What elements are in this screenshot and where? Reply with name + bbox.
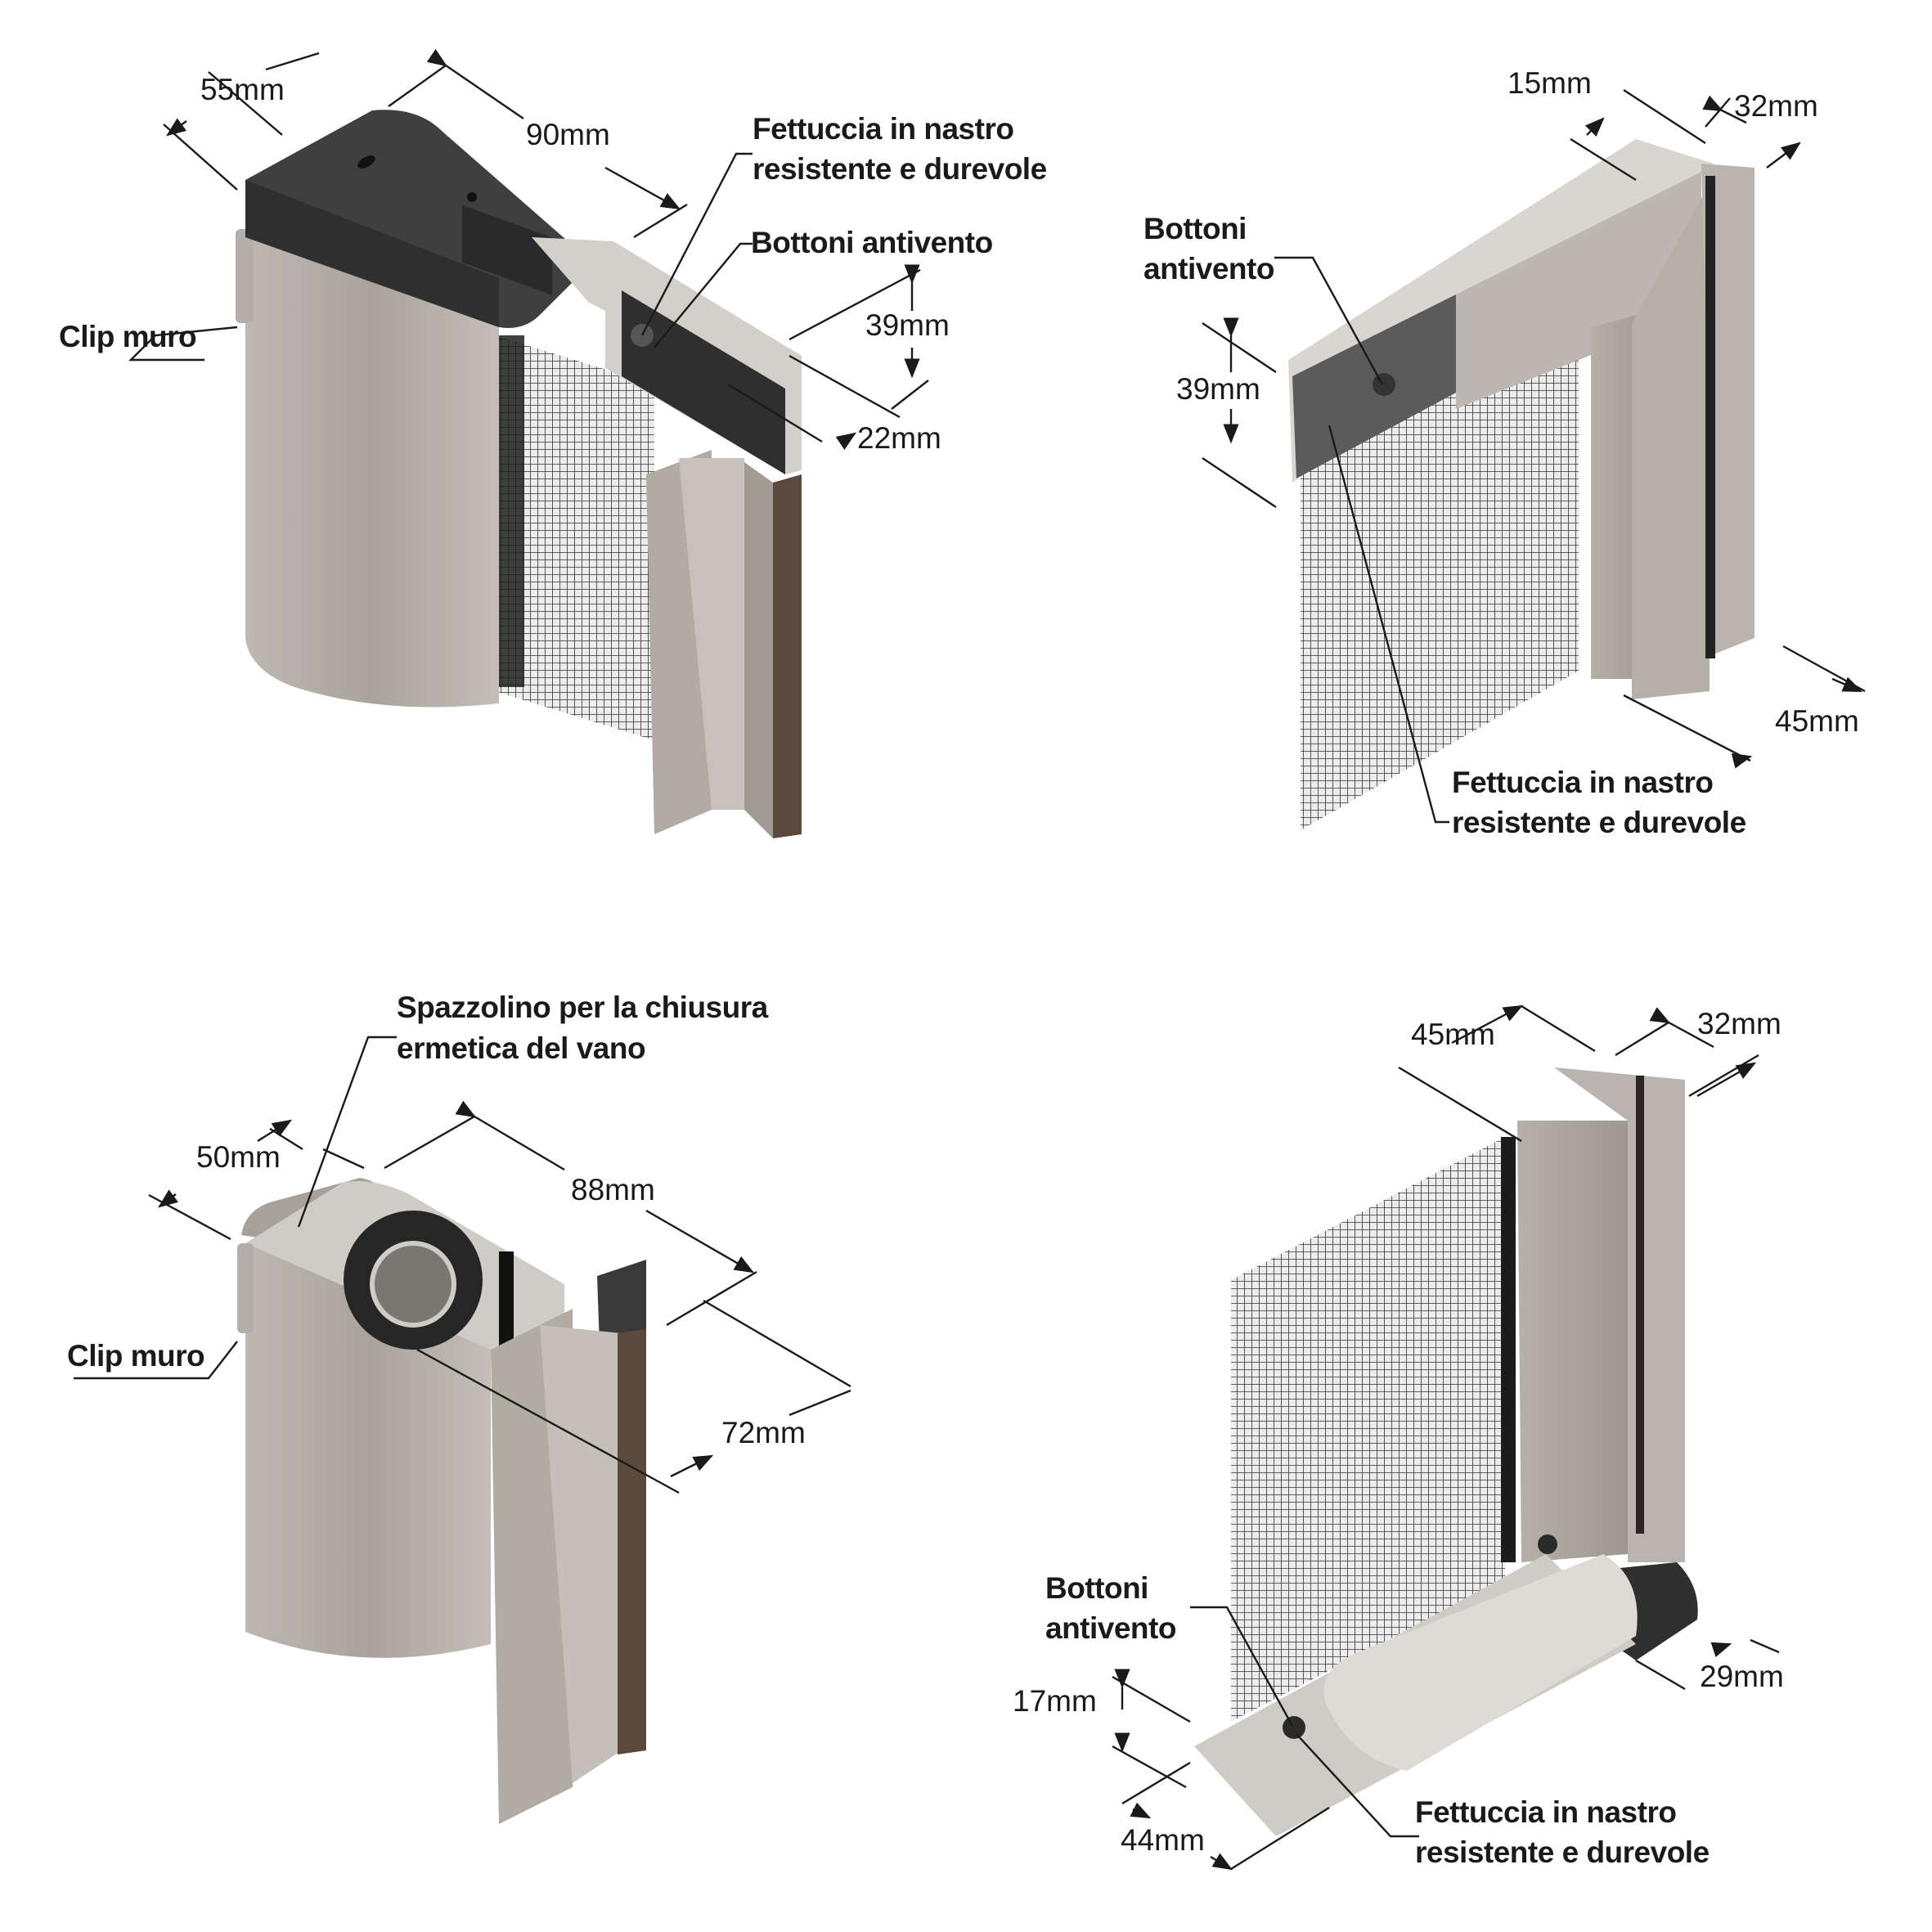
- dimension-label-45mm: 45mm: [1411, 1018, 1495, 1051]
- mesh-panel: [495, 335, 654, 740]
- dimension-label-44mm: 44mm: [1121, 1823, 1205, 1857]
- mesh-panel: [1301, 327, 1579, 830]
- cassette-body: [245, 225, 499, 708]
- wall-clip: [237, 1243, 254, 1333]
- brown-strip: [773, 474, 802, 838]
- dimension-label-29mm: 29mm: [1700, 1660, 1784, 1693]
- callout-windproof-buttons-line2: antivento: [1045, 1611, 1176, 1645]
- dimension-label-39mm: 39mm: [865, 308, 950, 342]
- callout-tape-line1: Fettuccia in nastro: [1415, 1795, 1677, 1829]
- dimension-label-88mm: 88mm: [571, 1173, 655, 1206]
- windproof-button: [1283, 1716, 1305, 1739]
- callout-windproof-buttons-line1: Bottoni: [1143, 212, 1247, 245]
- callout-windproof-buttons: Bottoni antivento: [751, 226, 993, 259]
- product-top-left: [236, 110, 802, 838]
- dimension-label-32mm: 32mm: [1734, 89, 1818, 123]
- dimension-label-55mm: 55mm: [200, 73, 285, 106]
- dimension-label-45mm: 45mm: [1775, 704, 1859, 738]
- sweep-cover: [1323, 1554, 1638, 1771]
- callout-tape-line1: Fettuccia in nastro: [753, 112, 1014, 146]
- product-top-right: [1288, 139, 1755, 830]
- callout-windproof-buttons-line2: antivento: [1143, 252, 1274, 285]
- product-bottom-right: [1194, 1067, 1698, 1836]
- callout-wall-clip: Clip muro: [59, 320, 197, 353]
- brush-strip: [495, 335, 524, 687]
- dimension-label-39mm: 39mm: [1176, 372, 1260, 406]
- dimension-label-90mm: 90mm: [526, 118, 610, 151]
- callout-tape-line2: resistente e durevole: [1415, 1835, 1710, 1869]
- dimension-lines: [74, 48, 1866, 1871]
- brush-strip: [499, 1251, 514, 1350]
- dimension-label-32mm: 32mm: [1697, 1007, 1781, 1040]
- callout-tape-line2: resistente e durevole: [1452, 806, 1746, 839]
- callout-tape-line1: Fettuccia in nastro: [1452, 766, 1714, 799]
- dimension-label-72mm: 72mm: [721, 1416, 806, 1449]
- dimension-label-15mm: 15mm: [1507, 66, 1592, 100]
- windproof-button: [1373, 373, 1395, 396]
- callout-brush-line2: ermetica del vano: [397, 1031, 646, 1065]
- frame-profile: [1554, 1067, 1685, 1562]
- callout-wall-clip: Clip muro: [67, 1339, 205, 1373]
- dimension-label-17mm: 17mm: [1013, 1684, 1097, 1718]
- brown-strip: [618, 1329, 646, 1755]
- wall-clip: [236, 229, 254, 323]
- guide-profile: [1517, 1121, 1628, 1562]
- dimension-label-50mm: 50mm: [196, 1140, 281, 1174]
- brush-strip: [1501, 1137, 1516, 1562]
- callout-brush-line1: Spazzolino per la chiusura: [397, 991, 768, 1024]
- mesh-panel: [1231, 1137, 1505, 1722]
- callout-tape-line2: resistente e durevole: [753, 152, 1047, 186]
- cap-slot: [357, 155, 375, 168]
- dimension-label-22mm: 22mm: [857, 421, 941, 455]
- product-bottom-left: [237, 1178, 646, 1824]
- callout-windproof-buttons-line1: Bottoni: [1045, 1571, 1148, 1605]
